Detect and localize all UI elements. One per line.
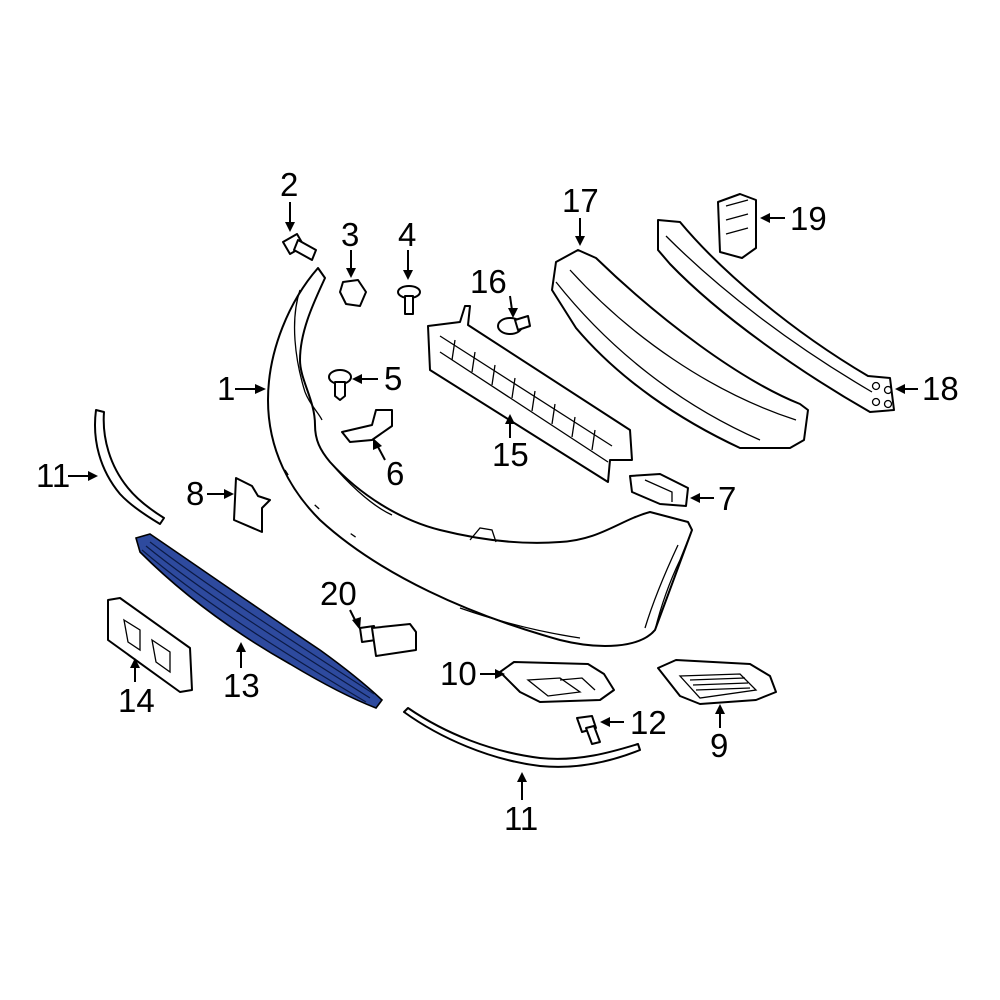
callout-label-19: 19 — [790, 200, 827, 237]
callout-label-15: 15 — [492, 436, 529, 473]
screw-part-4[interactable] — [397, 285, 421, 315]
cover-part-8[interactable] — [233, 477, 271, 533]
bracket-part-6[interactable] — [341, 409, 393, 443]
callout-label-2: 2 — [280, 166, 298, 203]
callout-label-20: 20 — [320, 575, 357, 612]
callout-label-11-bottom: 11 — [504, 800, 538, 837]
callout-label-18: 18 — [922, 370, 959, 407]
callout-label-12: 12 — [630, 704, 667, 741]
callout-label-16: 16 — [470, 263, 507, 300]
callout-label-7: 7 — [718, 480, 736, 517]
reinforcement-beam-part-18[interactable] — [657, 219, 895, 413]
callout-label-4: 4 — [398, 216, 416, 253]
sensor-part-20[interactable] — [359, 623, 417, 657]
bumper-cover[interactable] — [267, 267, 693, 647]
callout-label-5: 5 — [384, 360, 402, 397]
energy-absorber-part-17[interactable] — [551, 249, 809, 449]
clip-part-16[interactable] — [497, 315, 531, 335]
callout-label-6: 6 — [386, 455, 404, 492]
callout-label-3: 3 — [341, 216, 359, 253]
bezel-part-10[interactable] — [499, 661, 615, 703]
plate-bracket-part-14[interactable] — [107, 597, 193, 693]
bezel-part-9[interactable] — [657, 659, 777, 705]
callout-label-11-left: 11 — [36, 457, 70, 494]
callout-arrows — [68, 202, 918, 800]
callout-label-9: 9 — [710, 727, 728, 764]
lower-grille-part-13[interactable] — [135, 533, 384, 709]
bolt-part-12[interactable] — [576, 715, 601, 745]
bracket-part-19[interactable] — [717, 193, 757, 259]
bracket-part-7[interactable] — [629, 473, 689, 507]
callout-labels: 1 2 3 4 5 6 7 8 9 10 11 11 12 13 14 15 1… — [36, 166, 959, 837]
absorber-part-15[interactable] — [427, 305, 633, 483]
callout-label-17: 17 — [562, 182, 599, 219]
bolt-part-2[interactable] — [282, 233, 317, 261]
callout-label-13: 13 — [223, 667, 260, 704]
trim-strip-part-11-left[interactable] — [94, 409, 165, 525]
trim-strip-part-11-bottom[interactable] — [403, 707, 641, 768]
callout-label-8: 8 — [186, 475, 204, 512]
clip-part-3[interactable] — [339, 279, 367, 307]
callout-label-14: 14 — [118, 682, 155, 719]
push-pin-part-5[interactable] — [328, 369, 352, 401]
callout-label-10: 10 — [440, 655, 477, 692]
callout-label-1: 1 — [217, 370, 235, 407]
